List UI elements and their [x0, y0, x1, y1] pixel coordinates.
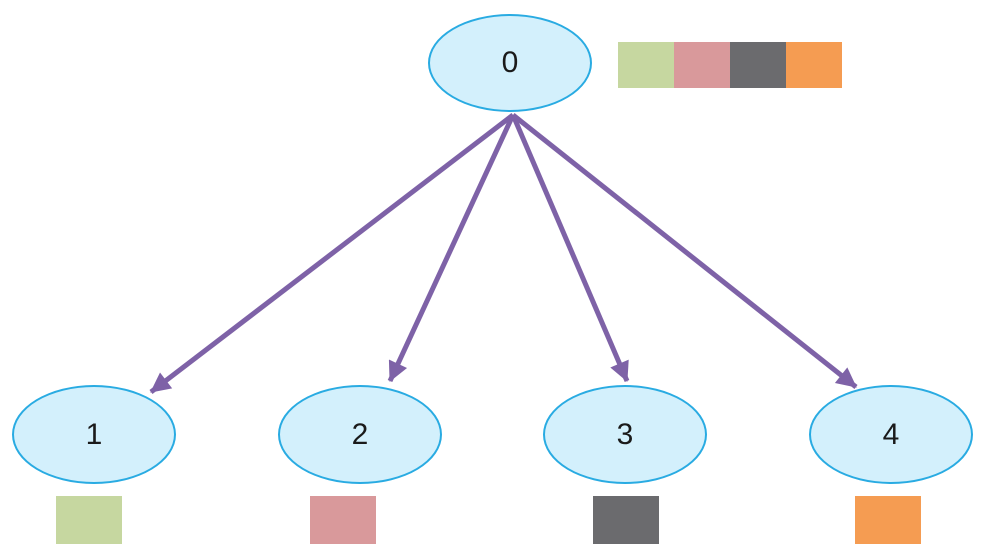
legend-swatch-orange [786, 42, 842, 88]
node-label: 2 [351, 417, 369, 451]
node-1-color-tag [56, 496, 122, 544]
graph-node-1: 1 [12, 385, 176, 484]
graph-node-3: 3 [543, 385, 707, 484]
node-label: 1 [85, 417, 103, 451]
color-legend-strip [618, 42, 842, 88]
edge-0-1 [149, 113, 515, 394]
node-label: 4 [882, 417, 900, 451]
legend-swatch-green [618, 42, 674, 88]
edge-0-4 [511, 113, 858, 389]
graph-node-4: 4 [809, 385, 973, 484]
node-2-color-tag [310, 496, 376, 544]
legend-swatch-pink [674, 42, 730, 88]
graph-node-2: 2 [278, 385, 442, 484]
node-4-color-tag [855, 496, 921, 544]
legend-swatch-gray [730, 42, 786, 88]
node-label: 3 [616, 417, 634, 451]
node-label: 0 [501, 46, 519, 79]
edge-0-3 [510, 114, 630, 382]
edge-0-2 [387, 113, 516, 383]
node-3-color-tag [593, 496, 659, 544]
graph-node-0: 0 [428, 14, 592, 112]
